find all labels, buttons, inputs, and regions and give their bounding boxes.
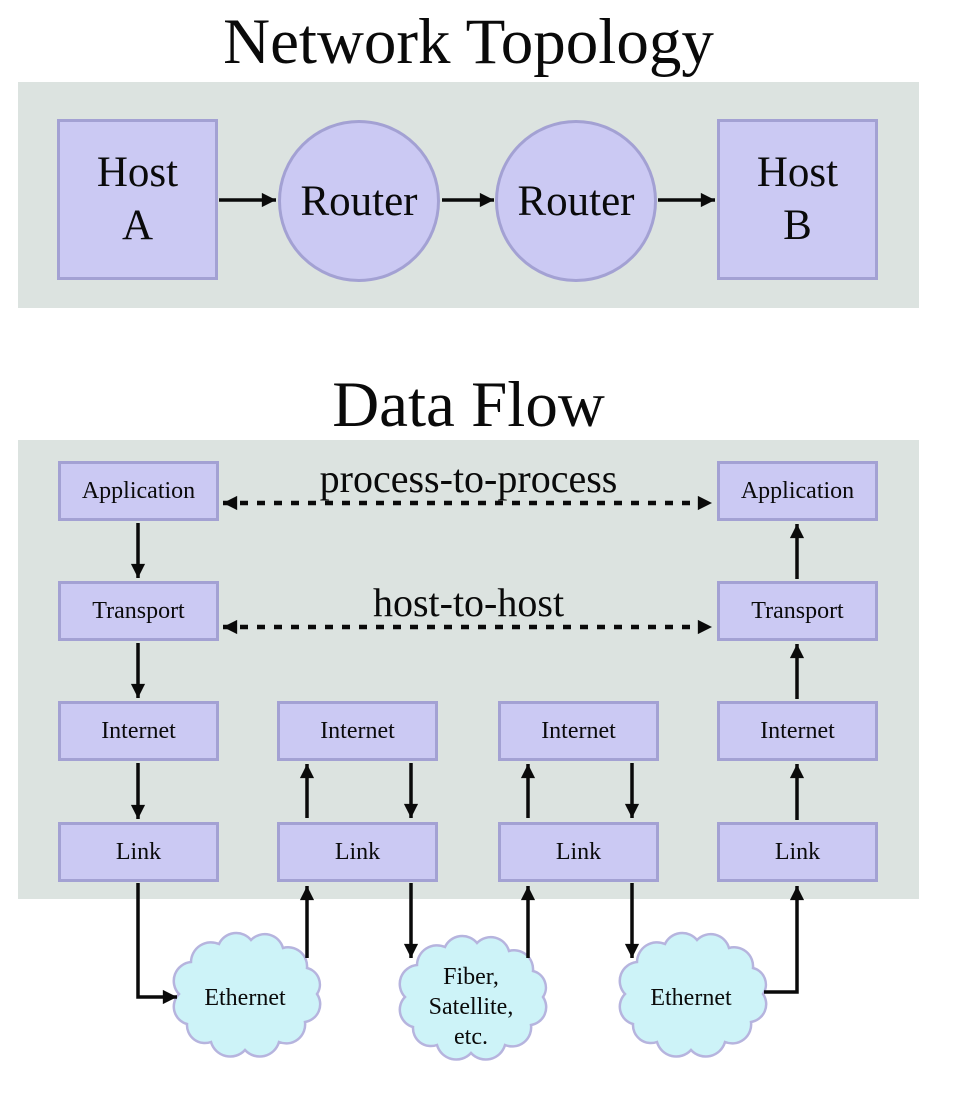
host-to-host-label: host-to-host (372, 580, 565, 625)
node-host-a: Host A (57, 119, 218, 280)
process-to-process-label: process-to-process (319, 456, 618, 501)
arrow-link-left-to-ethernet (136, 883, 177, 1005)
layer-internet-mid-left: Internet (277, 701, 438, 761)
arrow-ethernet-to-link-right (764, 886, 805, 994)
layer-application-left: Application (58, 461, 219, 521)
dataflow-title: Data Flow (332, 369, 605, 441)
cloud-label-ethernet-left: Ethernet (204, 985, 286, 1011)
layer-transport-left: Transport (58, 581, 219, 641)
layer-application-right: Application (717, 461, 878, 521)
layer-internet-left: Internet (58, 701, 219, 761)
fiber-line3: etc. (454, 1024, 488, 1050)
fiber-line2: Satellite, (428, 994, 514, 1020)
layer-link-left: Link (58, 822, 219, 882)
node-router-right: Router (495, 120, 657, 282)
topology-title: Network Topology (223, 6, 714, 78)
layer-internet-mid-right: Internet (498, 701, 659, 761)
host-a-label-line2: A (121, 201, 154, 249)
host-a-label-line1: Host (96, 149, 179, 197)
cloud-label-fiber-satellite: Fiber, Satellite, etc. (396, 962, 546, 1052)
layer-transport-right: Transport (717, 581, 878, 641)
host-b-label-line2: B (783, 201, 812, 249)
layer-link-right: Link (717, 822, 878, 882)
host-b-label-line1: Host (756, 149, 839, 197)
node-host-b: Host B (717, 119, 878, 280)
node-router-left: Router (278, 120, 440, 282)
layer-link-mid-left: Link (277, 822, 438, 882)
layer-internet-right: Internet (717, 701, 878, 761)
fiber-line1: Fiber, (443, 964, 499, 990)
cloud-label-ethernet-right: Ethernet (650, 985, 732, 1011)
layer-link-mid-right: Link (498, 822, 659, 882)
